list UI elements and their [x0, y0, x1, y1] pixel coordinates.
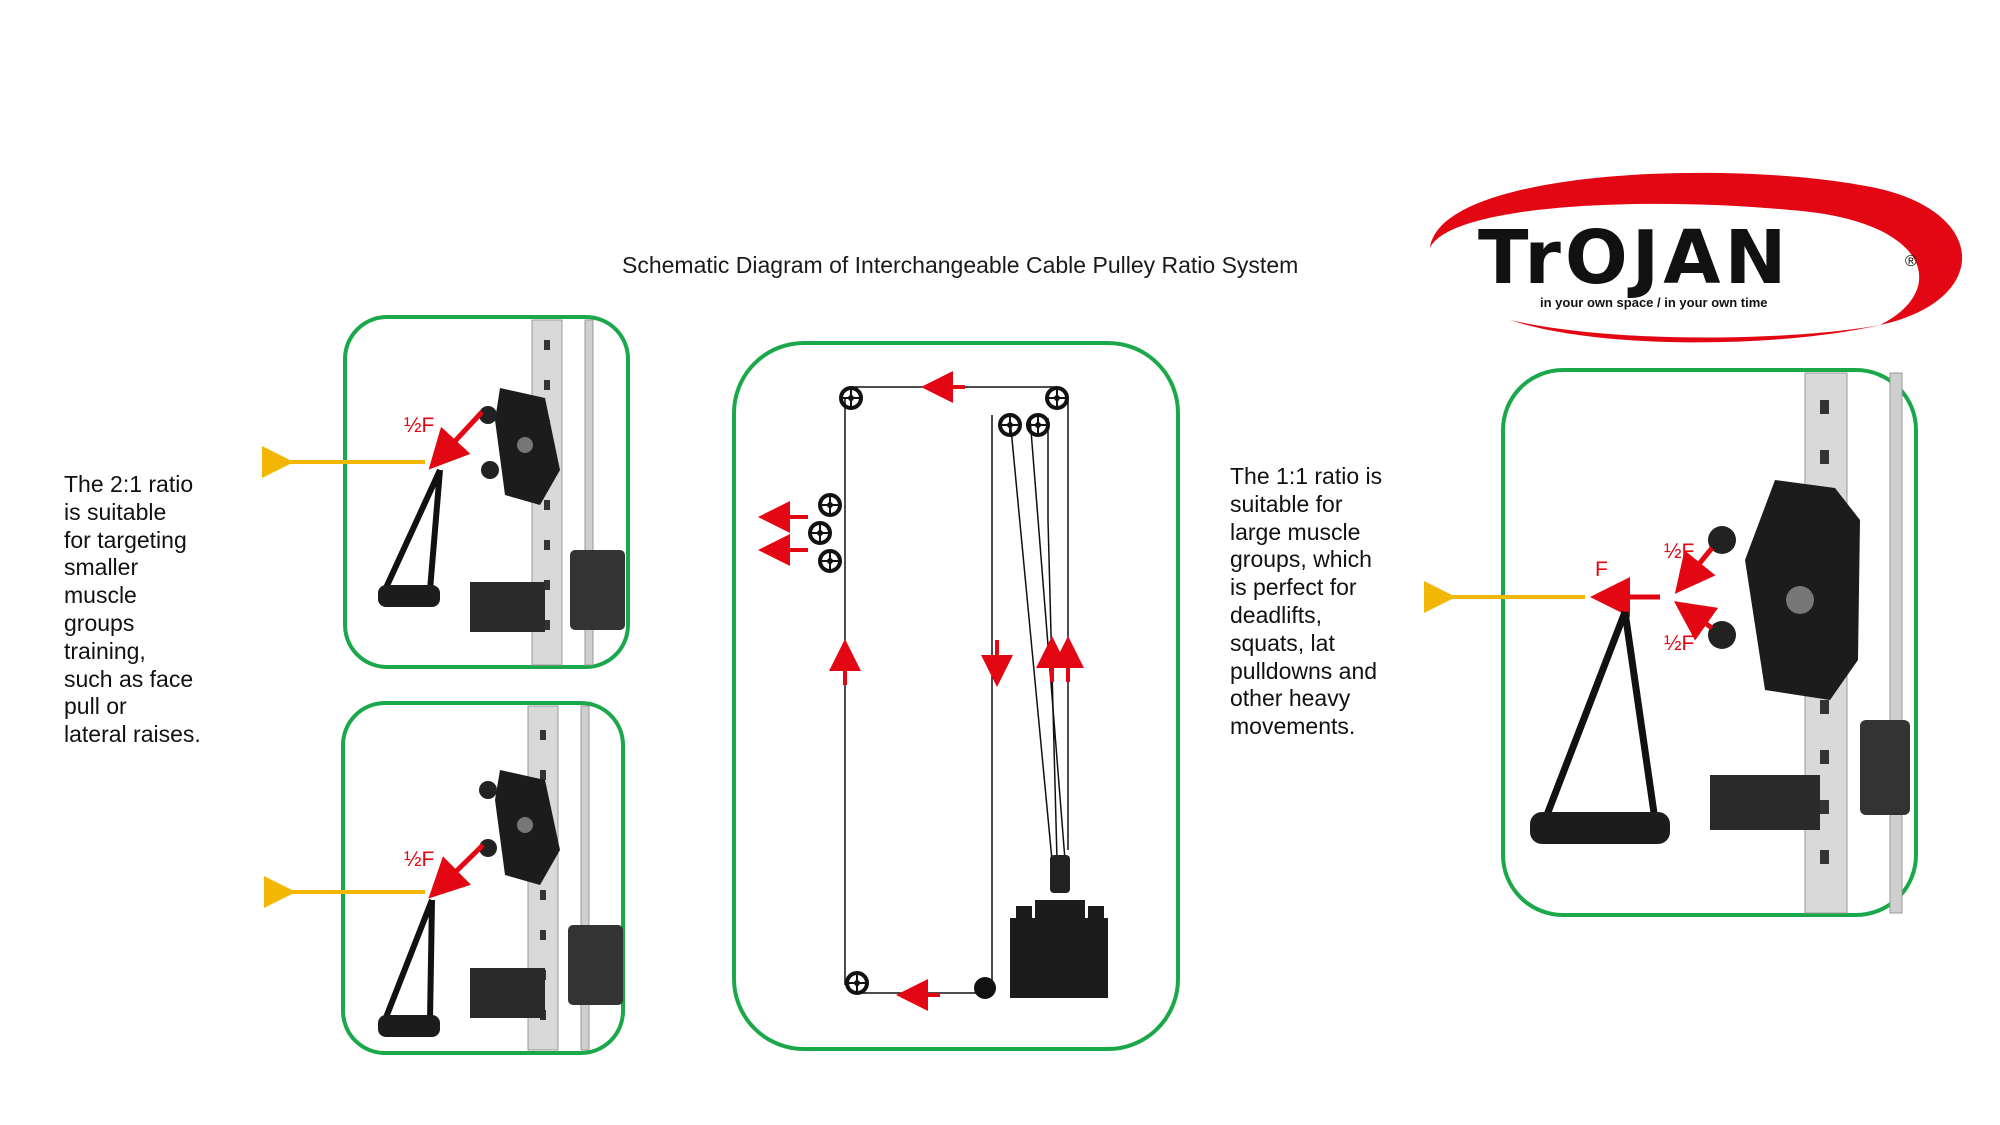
logo-wordmark: TrOJAN [1478, 215, 1790, 301]
logo-swoosh [1430, 172, 1963, 325]
trojan-logo: TrOJAN ® in your own space / in your own… [1430, 172, 1963, 343]
half-force-label-lower: ½F [1664, 632, 1694, 655]
pulley [1045, 386, 1069, 410]
ratio-2-1-description: The 2:1 ratio is suitable for targeting … [64, 471, 201, 748]
logo-tagline: in your own space / in your own time [1540, 295, 1768, 310]
ratio-1-1-description: The 1:1 ratio is suitable for large musc… [1230, 463, 1383, 740]
half-force-label-upper: ½F [1664, 540, 1694, 563]
pulley [808, 521, 832, 545]
pulley [845, 971, 869, 995]
pulley [818, 549, 842, 573]
full-force-label: F [1595, 558, 1608, 581]
diagram-title: Schematic Diagram of Interchangeable Cab… [622, 252, 1299, 278]
pulley [839, 386, 863, 410]
weight-stack [1010, 855, 1108, 998]
panel-1-1: ½F ½F F [1424, 368, 1918, 917]
pulley [1026, 413, 1050, 437]
anchor-point [974, 977, 996, 999]
panel-2-1-lower: ½F [264, 701, 625, 1055]
half-force-label: ½F [404, 848, 434, 871]
registered-mark: ® [1905, 253, 1917, 270]
cable-schematic-panel [732, 341, 1180, 1051]
pulley [818, 493, 842, 517]
half-force-label: ½F [404, 414, 434, 437]
pulley [998, 413, 1022, 437]
panel-2-1-upper: ½F [262, 315, 630, 669]
